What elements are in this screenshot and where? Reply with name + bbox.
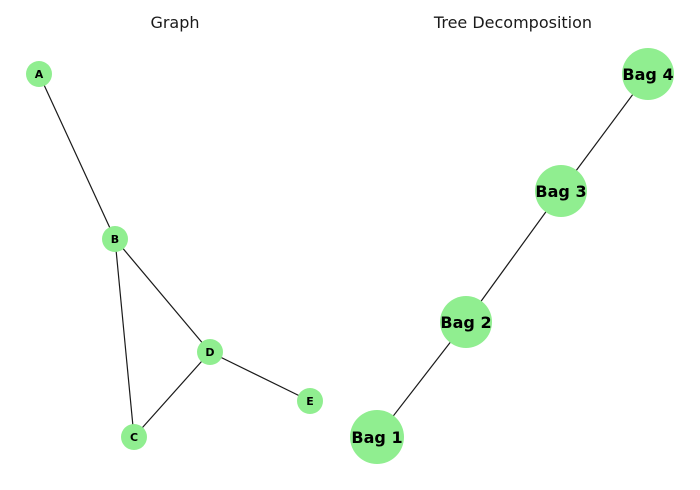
node-graph-A xyxy=(26,61,52,87)
node-label-graph-E: E xyxy=(306,395,314,408)
node-label-tree-decomposition-Bag3: Bag 3 xyxy=(535,182,586,201)
node-graph-D xyxy=(197,339,223,365)
node-label-tree-decomposition-Bag1: Bag 1 xyxy=(351,428,402,447)
node-label-graph-A: A xyxy=(35,68,44,81)
node-label-tree-decomposition-Bag2: Bag 2 xyxy=(440,313,491,332)
node-label-graph-B: B xyxy=(111,233,119,246)
node-tree-decomposition-Bag2 xyxy=(440,296,492,348)
node-label-tree-decomposition-Bag4: Bag 4 xyxy=(622,65,673,84)
node-graph-C xyxy=(121,424,147,450)
edge-graph-B-C xyxy=(114,238,135,438)
node-tree-decomposition-Bag3 xyxy=(535,165,587,217)
edge-graph-A-B xyxy=(38,73,116,240)
edge-graph-D-E xyxy=(209,351,311,402)
node-tree-decomposition-Bag4 xyxy=(622,48,674,100)
node-label-graph-C: C xyxy=(130,431,138,444)
edge-graph-C-D xyxy=(133,351,211,438)
node-label-graph-D: D xyxy=(205,346,214,359)
node-graph-B xyxy=(102,226,128,252)
edge-graph-B-D xyxy=(114,238,211,353)
node-tree-decomposition-Bag1 xyxy=(350,410,404,464)
edge-tree-decomposition-Bag2-Bag3 xyxy=(465,190,562,323)
node-graph-E xyxy=(297,388,323,414)
